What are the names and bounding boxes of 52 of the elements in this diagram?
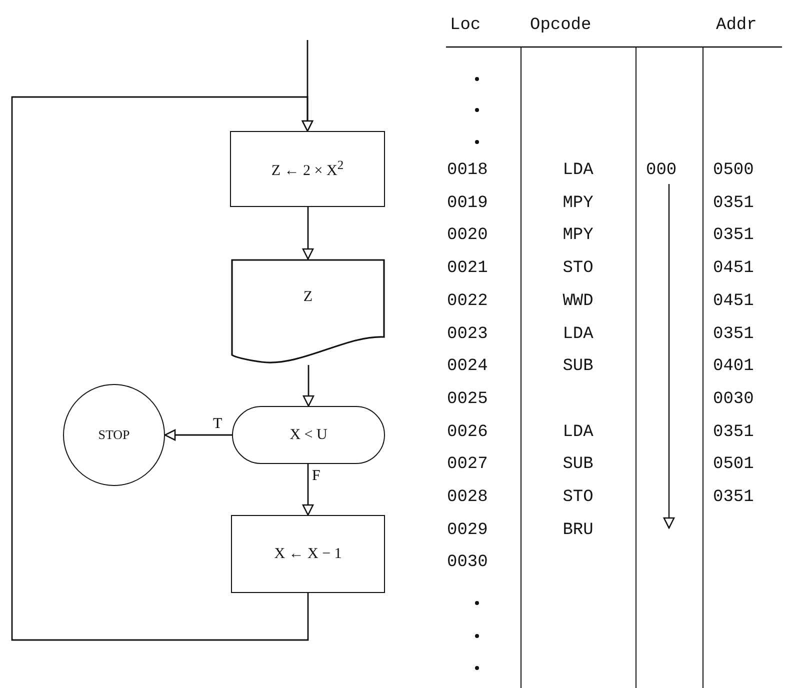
arrow bbox=[302, 464, 314, 516]
arrow bbox=[302, 365, 314, 407]
table-cell: 0500 bbox=[713, 161, 754, 180]
arrow bbox=[164, 429, 232, 441]
table-cell: 0351 bbox=[713, 226, 754, 246]
table-cell: 000 bbox=[646, 161, 677, 180]
table-cell: 0030 bbox=[713, 390, 754, 409]
table-cell: MPY bbox=[562, 194, 594, 213]
table-cell: 0018 bbox=[447, 161, 488, 180]
column-header: Loc bbox=[450, 16, 481, 35]
arrow bbox=[302, 207, 314, 260]
node-text: STOP bbox=[98, 427, 130, 443]
table-cell: 0020 bbox=[447, 226, 488, 246]
process-box bbox=[231, 515, 385, 593]
node-text: X < U bbox=[290, 426, 328, 444]
node-text: Z ← 2 × X$^{2}$ bbox=[271, 158, 344, 180]
document-shape bbox=[231, 259, 385, 365]
table-cell: 0401 bbox=[713, 357, 754, 376]
table-cell: 0019 bbox=[447, 194, 488, 213]
table-cell: 0027 bbox=[447, 455, 488, 474]
table-cell: 0025 bbox=[447, 390, 488, 409]
table-cell: 0023 bbox=[447, 324, 488, 344]
table-cell: LDA bbox=[562, 324, 594, 344]
arrow bbox=[11, 96, 314, 641]
table-cell: LDA bbox=[562, 161, 594, 180]
column-header: Opcode bbox=[530, 16, 592, 35]
table-cell: 0026 bbox=[447, 422, 488, 442]
table-cell: 0351 bbox=[713, 194, 754, 213]
table-cell: 0029 bbox=[447, 520, 488, 540]
table-cell: 0451 bbox=[713, 292, 754, 311]
table-cell: 0351 bbox=[713, 324, 754, 344]
table-cell: 0028 bbox=[447, 488, 488, 507]
table-cell: MPY bbox=[562, 226, 594, 246]
table-cell: SUB bbox=[562, 357, 594, 376]
table-cell: 0021 bbox=[447, 259, 488, 278]
column-header: Addr bbox=[716, 16, 757, 35]
node-text: Z bbox=[303, 289, 313, 306]
table-cell: 0501 bbox=[713, 455, 754, 474]
table-cell: 0351 bbox=[713, 422, 754, 442]
table-cell: 0351 bbox=[713, 488, 754, 507]
table-cell: BRU bbox=[562, 520, 594, 540]
table-cell: STO bbox=[562, 488, 594, 507]
table-cell: 0024 bbox=[447, 357, 488, 376]
table-cell: STO bbox=[562, 259, 594, 278]
table-cell: 0022 bbox=[447, 292, 488, 311]
table-cell: WWD bbox=[562, 292, 594, 311]
process-box bbox=[230, 131, 385, 207]
table-cell: 0030 bbox=[447, 553, 488, 572]
table-cell: SUB bbox=[562, 455, 594, 474]
table-cell: 0451 bbox=[713, 259, 754, 278]
table-cell: LDA bbox=[562, 422, 594, 442]
node-text: X ← X − 1 bbox=[274, 546, 342, 562]
